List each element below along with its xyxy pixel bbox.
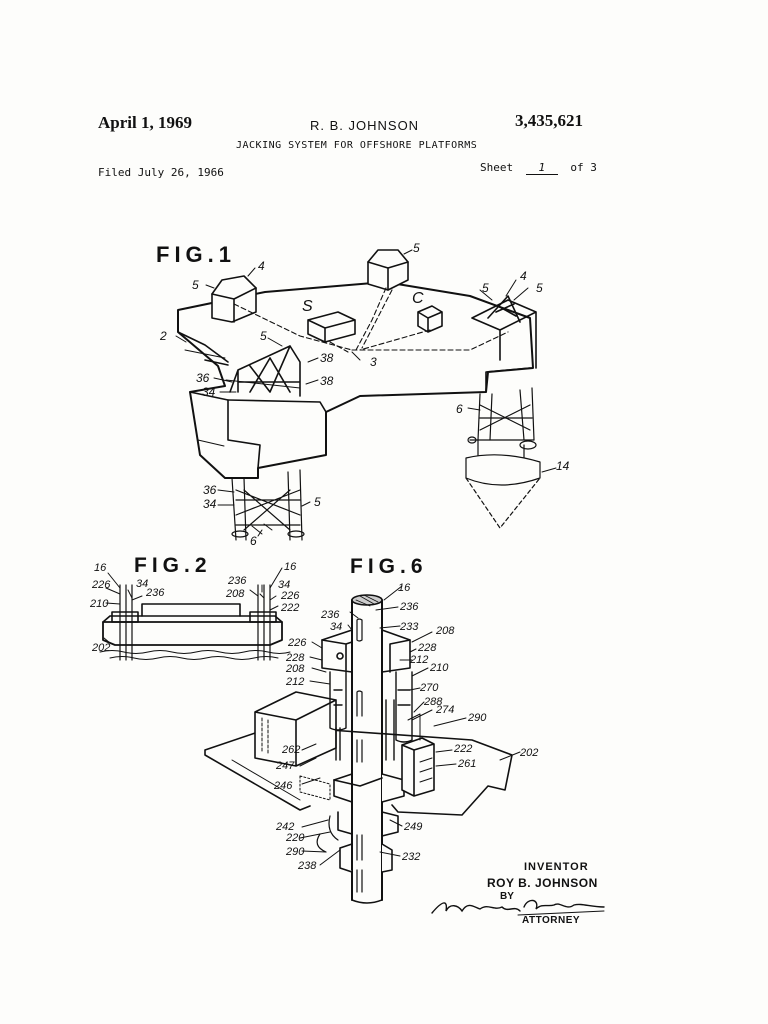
fig2-ref-16: 16 xyxy=(94,562,107,574)
fig1-ref-36: 36 xyxy=(196,371,210,385)
fig6-ref-288: 288 xyxy=(423,696,443,708)
fig6-ref-274: 274 xyxy=(435,704,454,716)
fig1-ref-6: 6 xyxy=(456,402,463,416)
fig1-ref-38: 38 xyxy=(320,374,334,388)
fig1-ref-5: 5 xyxy=(314,495,321,509)
fig6-ref-290: 290 xyxy=(285,846,305,858)
fig2-ref-222: 222 xyxy=(280,602,299,614)
fig1-ref-34: 34 xyxy=(202,385,216,399)
fig6-ref-236: 236 xyxy=(320,609,340,621)
sheet-number: 1 xyxy=(525,161,558,175)
fig1-ref-2: 2 xyxy=(159,329,167,343)
fig6-drawing: FIG.6 xyxy=(204,555,538,904)
inventor-name: ROY B. JOHNSON xyxy=(487,876,598,890)
fig6-ref-212: 212 xyxy=(409,654,428,666)
fig6-ref-246: 246 xyxy=(273,780,293,792)
fig1-ref-4: 4 xyxy=(520,269,527,283)
fig6-ref-208: 208 xyxy=(435,625,455,637)
fig6-ref-261: 261 xyxy=(457,758,476,770)
fig1-ref-C: C xyxy=(412,290,424,307)
inventor-label: INVENTOR xyxy=(524,861,589,873)
fig6-ref-233: 233 xyxy=(399,621,419,633)
fig2-ref-236: 236 xyxy=(227,575,247,587)
sheet-prefix: Sheet xyxy=(480,161,514,174)
fig1-ref-3: 3 xyxy=(370,355,377,369)
fig1-ref-5: 5 xyxy=(536,281,543,295)
fig2-ref-226: 226 xyxy=(280,590,300,602)
fig1-label: FIG.1 xyxy=(156,242,236,267)
fig2-ref-34: 34 xyxy=(136,578,148,590)
fig6-label: FIG.6 xyxy=(350,555,428,578)
patent-date: April 1, 1969 xyxy=(98,113,192,132)
filed-date: Filed July 26, 1966 xyxy=(98,166,224,179)
sheet-suffix: of 3 xyxy=(570,161,597,174)
fig1-ref-5: 5 xyxy=(192,278,199,292)
fig6-ref-220: 220 xyxy=(285,832,305,844)
fig2-ref-210: 210 xyxy=(89,598,109,610)
fig1-drawing: FIG.1 xyxy=(156,241,570,548)
fig6-ref-222: 222 xyxy=(453,743,472,755)
fig6-ref-232: 232 xyxy=(401,851,420,863)
fig6-ref-208: 208 xyxy=(285,663,305,675)
fig1-ref-4: 4 xyxy=(258,259,265,273)
fig1-ref-5: 5 xyxy=(260,329,267,343)
fig2-ref-236: 236 xyxy=(145,587,165,599)
sheet-indicator: Sheet 1 of 3 xyxy=(480,161,597,175)
fig1-ref-6: 6 xyxy=(250,534,257,548)
fig6-ref-228: 228 xyxy=(285,652,305,664)
fig2-label: FIG.2 xyxy=(134,554,212,577)
fig2-drawing: FIG.2 16 226 34 236 210 202 16 236 xyxy=(89,554,300,661)
by-label: BY xyxy=(500,891,514,902)
fig2-ref-226: 226 xyxy=(91,579,111,591)
fig1-ref-36: 36 xyxy=(203,483,217,497)
fig6-ref-238: 238 xyxy=(297,860,317,872)
fig1-ref-5: 5 xyxy=(413,241,420,255)
fig2-ref-208: 208 xyxy=(225,588,245,600)
fig6-ref-236: 236 xyxy=(399,601,419,613)
patent-title: JACKING SYSTEM FOR OFFSHORE PLATFORMS xyxy=(236,140,478,151)
fig6-ref-270: 270 xyxy=(419,682,439,694)
fig6-ref-228: 228 xyxy=(417,642,437,654)
fig1-ref-34: 34 xyxy=(203,497,217,511)
fig6-ref-262: 262 xyxy=(281,744,300,756)
fig6-ref-226: 226 xyxy=(287,637,307,649)
attorney-signature xyxy=(431,899,605,916)
fig6-ref-290: 290 xyxy=(467,712,487,724)
fig6-ref-249: 249 xyxy=(403,821,422,833)
fig2-ref-202: 202 xyxy=(91,642,110,654)
fig2-ref-16: 16 xyxy=(284,561,297,573)
fig6-ref-34: 34 xyxy=(330,621,342,633)
fig6-ref-247: 247 xyxy=(275,760,295,772)
fig6-ref-202: 202 xyxy=(519,747,538,759)
fig1-ref-5: 5 xyxy=(482,281,489,295)
patent-number: 3,435,621 xyxy=(515,111,583,130)
fig6-ref-16: 16 xyxy=(398,582,411,594)
patent-author: R. B. JOHNSON xyxy=(310,118,420,133)
fig1-ref-38: 38 xyxy=(320,351,334,365)
fig6-ref-212: 212 xyxy=(285,676,304,688)
attorney-label: ATTORNEY xyxy=(522,915,581,926)
fig6-ref-242: 242 xyxy=(275,821,294,833)
fig6-ref-210: 210 xyxy=(429,662,449,674)
fig1-ref-S: S xyxy=(302,298,313,315)
fig2-ref-34: 34 xyxy=(278,579,290,591)
fig1-ref-14: 14 xyxy=(556,459,570,473)
